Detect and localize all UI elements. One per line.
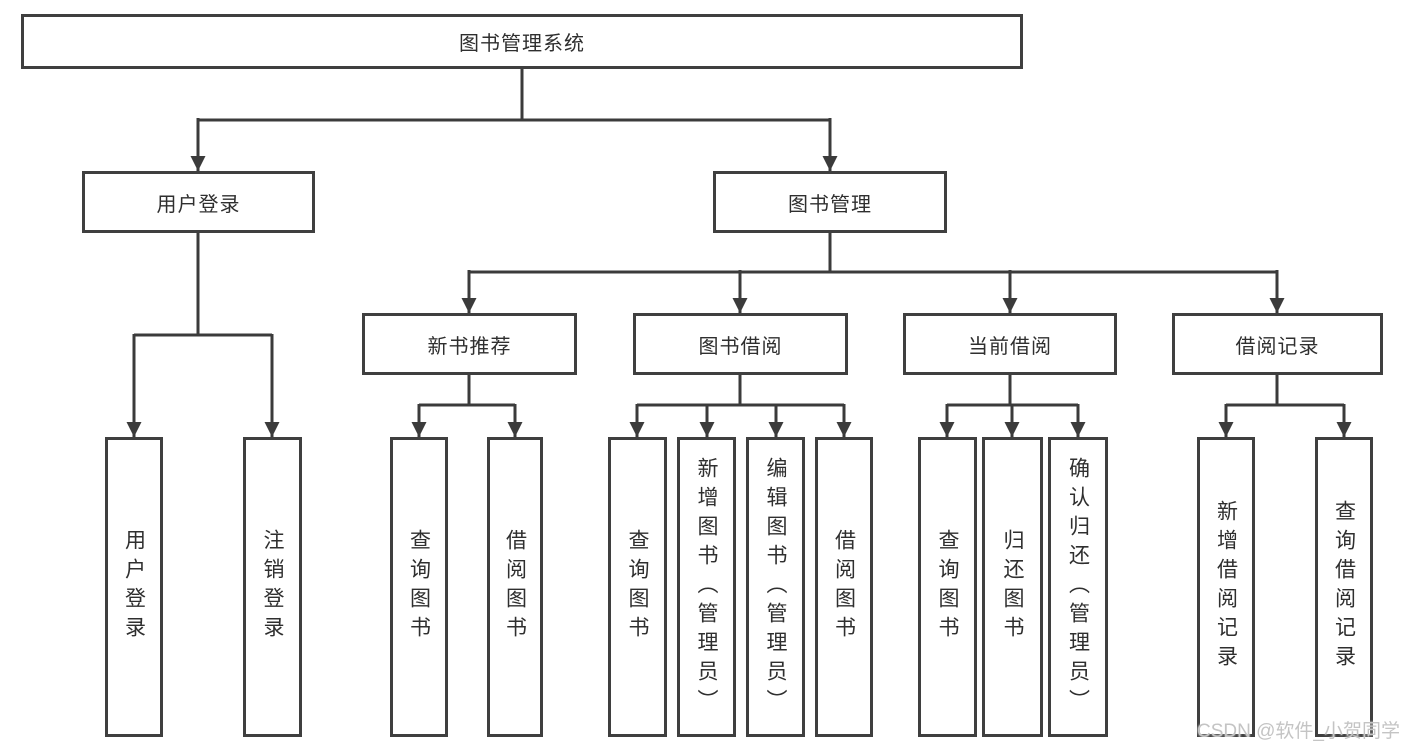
leaf-user-login: 用户登录 [105,437,163,737]
node-borrow-records: 借阅记录 [1172,313,1383,375]
node-label: 查询图书 [936,529,959,645]
leaf-bb-add-books-admin: 新增图书（管理员） [677,437,736,737]
wire-borrow-records [1226,375,1344,407]
leaf-bb-edit-books-admin: 编辑图书（管理员） [746,437,805,737]
node-label: 借阅记录 [1235,335,1320,358]
leaf-nbr-query-books: 查询图书 [390,437,448,737]
node-label: 新书推荐 [427,335,512,358]
node-label: 新增借阅记录 [1214,500,1238,674]
wire-new-book-recommend [419,375,515,407]
node-book-borrowing: 图书借阅 [633,313,848,375]
wire-current-borrowing [947,375,1078,407]
leaf-br-query-record: 查询借阅记录 [1315,437,1373,737]
csdn-watermark: CSDN @软件_小贺同学 [1197,721,1400,742]
wire-root [198,69,830,122]
node-label: 编辑图书（管理员） [764,456,787,718]
leaf-cb-query-books: 查询图书 [918,437,977,737]
node-label: 图书管理 [788,193,872,216]
leaf-br-add-record: 新增借阅记录 [1197,437,1255,737]
wire-user-login [134,233,272,337]
node-label: 查询图书 [407,529,431,645]
node-user-login: 用户登录 [82,171,315,233]
node-library-management-system: 图书管理系统 [21,14,1023,69]
node-label: 用户登录 [122,529,146,645]
node-label: 归还图书 [1001,529,1024,645]
node-label: 借阅图书 [503,529,527,645]
leaf-bb-borrow-books: 借阅图书 [815,437,873,737]
node-label: 图书管理系统 [459,33,585,55]
node-book-management: 图书管理 [713,171,947,233]
leaf-cb-confirm-return-admin: 确认归还（管理员） [1048,437,1108,737]
node-label: 确认归还（管理员） [1066,456,1090,718]
node-label: 新增图书（管理员） [695,456,718,718]
node-label: 图书借阅 [698,335,783,358]
node-new-book-recommend: 新书推荐 [362,313,577,375]
node-label: 注销登录 [261,529,284,645]
wire-book-borrowing [637,375,844,407]
node-label: 用户登录 [156,193,241,216]
leaf-logout: 注销登录 [243,437,302,737]
node-label: 查询借阅记录 [1332,500,1356,674]
node-current-borrowing: 当前借阅 [903,313,1117,375]
node-label: 查询图书 [626,529,649,645]
leaf-bb-query-books: 查询图书 [608,437,667,737]
wire-book-management [469,233,1277,274]
leaf-cb-return-books: 归还图书 [982,437,1043,737]
node-label: 当前借阅 [968,335,1052,358]
node-label: 借阅图书 [832,529,856,645]
leaf-nbr-borrow-books: 借阅图书 [487,437,543,737]
